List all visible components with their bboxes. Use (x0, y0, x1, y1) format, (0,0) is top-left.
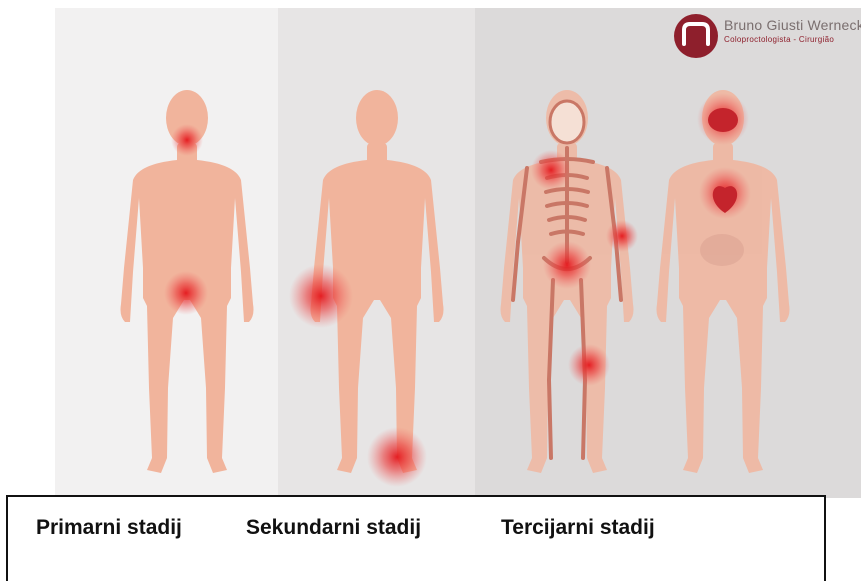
lesion-hand (289, 264, 353, 328)
logo-name: Bruno Giusti Werneck (724, 17, 861, 33)
caption-secondary-stage: Sekundarni stadij (246, 516, 421, 540)
abdomen-organs-icon (700, 234, 744, 266)
brain-icon (708, 108, 738, 132)
intestine-logo-icon (674, 14, 718, 58)
caption-tertiary-stage: Tercijarni stadij (501, 516, 655, 540)
logo-subtitle: Coloproctologista - Cirurgião (724, 35, 834, 44)
lesion-pelvis (543, 241, 591, 289)
lesion-knee (568, 344, 610, 386)
skull-icon (550, 101, 584, 143)
lesion-elbow (606, 220, 638, 252)
lesion-groin (164, 271, 208, 315)
lesion-shoulder (531, 150, 571, 190)
caption-primary-stage: Primarni stadij (36, 516, 182, 540)
lesion-mouth (171, 124, 203, 156)
lesion-foot (367, 427, 427, 487)
